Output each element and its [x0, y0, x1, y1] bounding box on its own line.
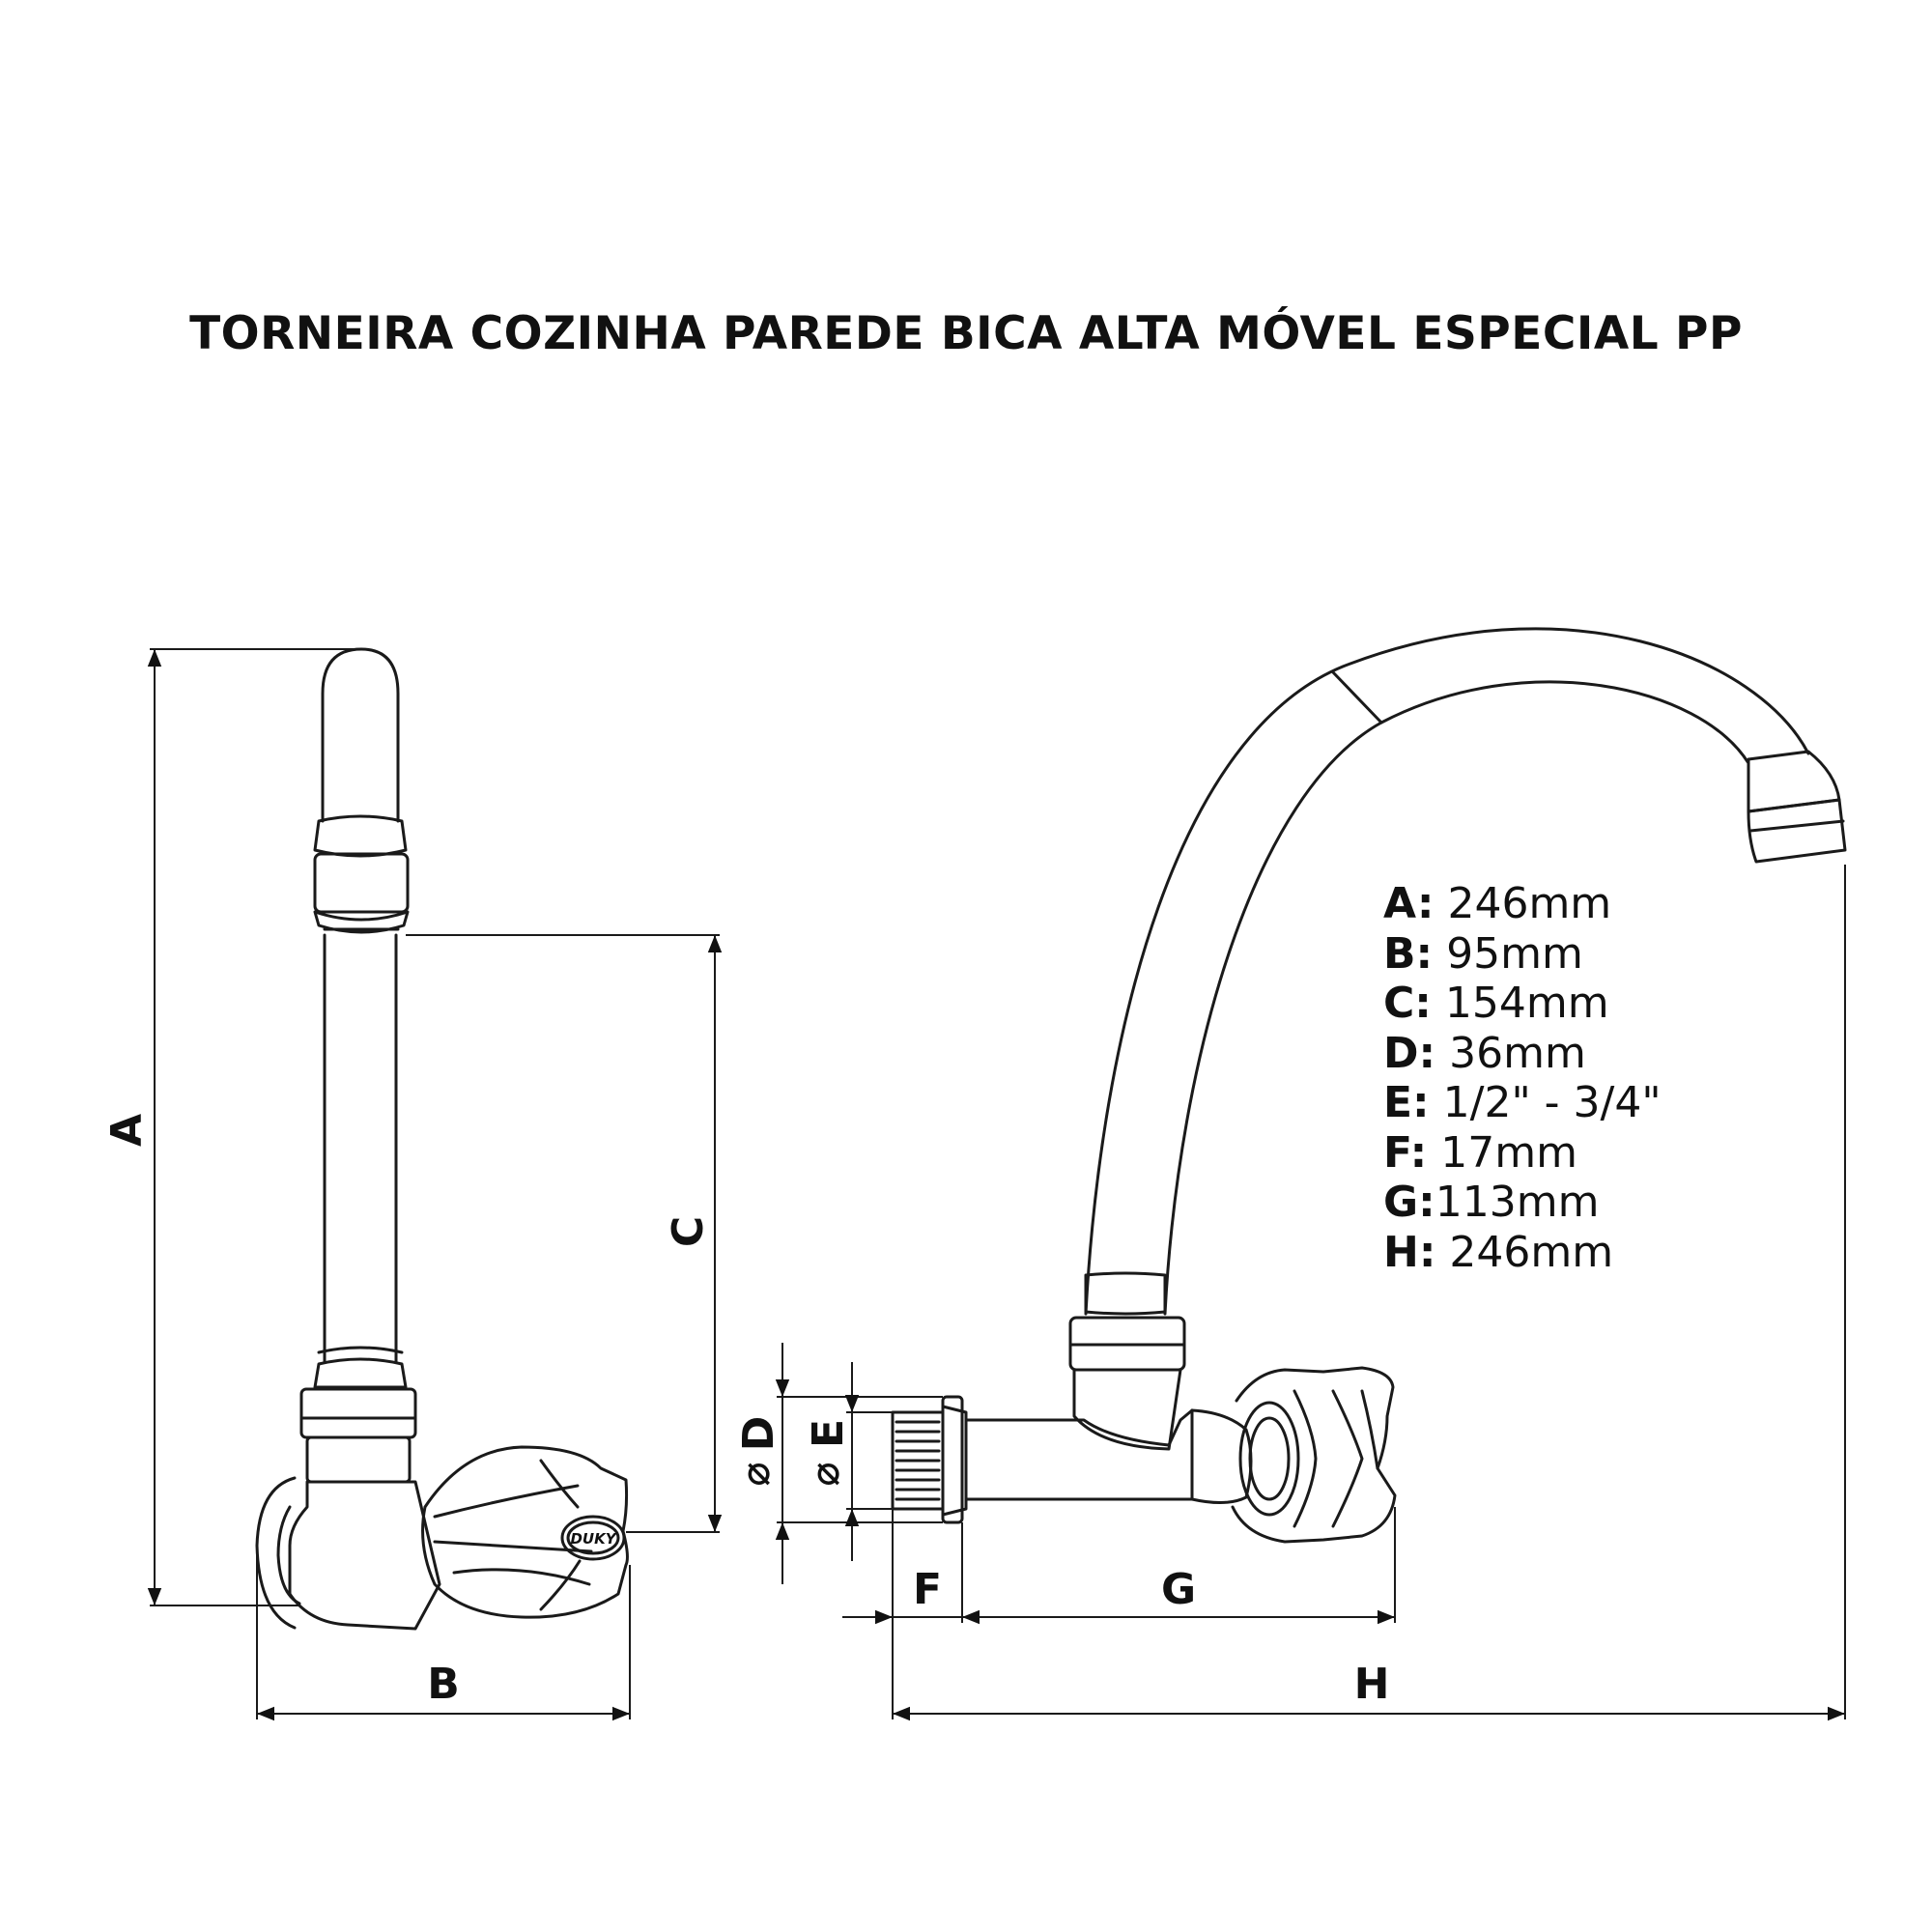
spec-value: 113mm: [1435, 1178, 1600, 1227]
spout-band: [1331, 670, 1383, 724]
diameter-symbol-e: ⌀: [801, 1462, 848, 1486]
valve-ring: [1238, 1401, 1300, 1517]
dim-label-d: D: [734, 1416, 783, 1452]
brand-oval: [560, 1515, 626, 1561]
dimension-lines: [147, 648, 1846, 1721]
dim-label-h: H: [1354, 1660, 1390, 1709]
inlet-flange: [941, 1395, 964, 1524]
diameter-symbol-d: ⌀: [731, 1462, 779, 1486]
spec-key: B:: [1383, 928, 1434, 979]
spec-row-f: F: 17mm: [1383, 1128, 1662, 1179]
connector-block: [299, 1387, 417, 1439]
spec-row-d: D: 36mm: [1383, 1029, 1662, 1079]
spec-row-a: A: 246mm: [1383, 879, 1662, 929]
spec-key: H:: [1383, 1227, 1436, 1277]
spec-key: F:: [1383, 1127, 1428, 1178]
side-view-faucet: [255, 647, 629, 1631]
spout-collar: [313, 814, 408, 858]
spec-row-g: G:113mm: [1383, 1178, 1662, 1228]
aerator-body: [313, 852, 410, 914]
spec-value: 17mm: [1427, 1127, 1577, 1178]
spec-key: D:: [1383, 1028, 1436, 1078]
spout-inner: [1163, 680, 1750, 1316]
brand-mark: DUKY: [570, 1530, 617, 1548]
dim-label-c: C: [664, 1216, 713, 1247]
spec-key: C:: [1383, 979, 1432, 1028]
dim-label-f: F: [913, 1565, 942, 1614]
spout-top-cap: [321, 647, 400, 823]
specs-list: A: 246mm B: 95mm C: 154mm D: 36mm E: 1/2…: [1383, 879, 1662, 1277]
dim-label-b: B: [427, 1660, 460, 1709]
spout-outer: [1084, 627, 1810, 1316]
spec-row-b: B: 95mm: [1383, 929, 1662, 980]
dim-label-a: A: [102, 1114, 152, 1147]
front-handle: [1231, 1366, 1397, 1544]
spec-key: E:: [1383, 1078, 1430, 1127]
dim-label-g: G: [1161, 1565, 1196, 1614]
drawing-title: TORNEIRA COZINHA PAREDE BICA ALTA MÓVEL …: [189, 307, 1743, 360]
spec-value: 246mm: [1435, 1227, 1614, 1277]
horizontal-body: [964, 1408, 1194, 1501]
spec-row-c: C: 154mm: [1383, 979, 1662, 1029]
front-view-faucet: [891, 627, 1847, 1544]
handle-knob: [421, 1445, 629, 1619]
spec-value: 246mm: [1434, 879, 1612, 928]
spec-value: 95mm: [1433, 928, 1583, 979]
faucet-body: [288, 1480, 441, 1631]
spec-key: G:: [1383, 1178, 1435, 1227]
dim-label-e: E: [804, 1419, 853, 1448]
spec-key: A:: [1383, 879, 1435, 928]
spec-row-h: H: 246mm: [1383, 1228, 1662, 1278]
spec-value: 154mm: [1431, 979, 1609, 1028]
spec-value: 36mm: [1435, 1028, 1586, 1078]
spec-row-e: E: 1/2" - 3/4": [1383, 1078, 1662, 1128]
spec-value: 1/2" - 3/4": [1429, 1078, 1662, 1127]
